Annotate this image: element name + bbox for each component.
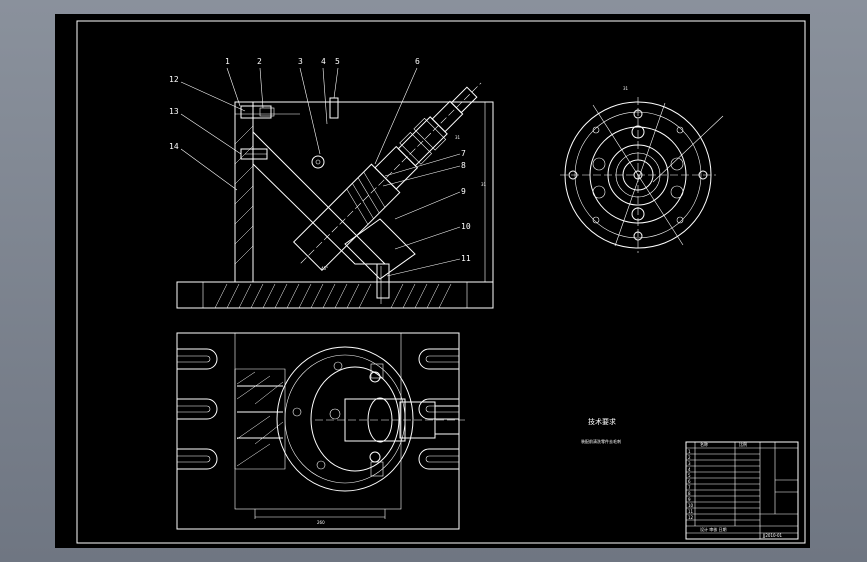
note-title: 技术要求 xyxy=(588,417,616,426)
title-block-row-number: 5 xyxy=(688,473,691,478)
part-number-3: 3 xyxy=(298,57,303,66)
part-number-6: 6 xyxy=(415,57,420,66)
section-mark-a: 31 xyxy=(455,135,461,140)
title-block-footer: 设计 审核 日期 xyxy=(700,526,727,532)
title-block-row-number: 1 xyxy=(688,449,691,454)
title-block-row-number: 6 xyxy=(688,479,691,484)
part-number-8: 8 xyxy=(461,161,466,170)
title-block-row-number: 12 xyxy=(688,515,694,520)
plan-view: 260 xyxy=(176,332,465,530)
part-number-10: 10 xyxy=(461,222,471,231)
title-block-row-number: 3 xyxy=(688,461,691,466)
title-block-row-number: 4 xyxy=(688,467,691,472)
title-block-row-number: 11 xyxy=(688,509,694,514)
note-text: 装配前清洗零件去毛刺 xyxy=(581,438,621,444)
title-block-row-number: 2 xyxy=(688,455,691,460)
title-block-row-number: 7 xyxy=(688,485,691,490)
drawing-sheet: 1 2 3 4 5 6 7 8 9 10 11 12 13 14 31 31 4… xyxy=(55,14,810,548)
title-block-drawing-no: JJ2010-01 xyxy=(762,533,783,538)
title-block-scale: 比例 xyxy=(739,441,747,447)
part-number-12: 12 xyxy=(169,75,179,84)
drawing-frame xyxy=(76,20,806,544)
part-number-14: 14 xyxy=(169,142,179,151)
part-number-1: 1 xyxy=(225,57,230,66)
title-block-header: 名称 xyxy=(700,441,708,447)
title-block-row-number: 8 xyxy=(688,491,691,496)
side-view: 31 xyxy=(560,86,724,253)
part-number-9: 9 xyxy=(461,187,466,196)
title-block: 名称 比例 JJ2010-01 设计 审核 日期 xyxy=(685,441,799,540)
title-block-row-number: 10 xyxy=(688,503,694,508)
part-number-2: 2 xyxy=(257,57,262,66)
angle-label: 45° xyxy=(321,266,328,271)
technical-notes: 技术要求 装配前清洗零件去毛刺 xyxy=(581,417,621,444)
part-number-4: 4 xyxy=(321,57,326,66)
plan-dimension: 260 xyxy=(317,520,325,525)
part-number-7: 7 xyxy=(461,149,466,158)
front-view: 1 2 3 4 5 6 7 8 9 10 11 12 13 14 31 31 4… xyxy=(169,57,494,309)
cad-drawing: 1 2 3 4 5 6 7 8 9 10 11 12 13 14 31 31 4… xyxy=(76,20,806,544)
part-number-13: 13 xyxy=(169,107,179,116)
part-number-5: 5 xyxy=(335,57,340,66)
section-mark-b: 31 xyxy=(481,182,487,187)
part-number-11: 11 xyxy=(461,254,471,263)
title-block-row-number: 9 xyxy=(688,497,691,502)
section-mark-c: 31 xyxy=(623,86,629,91)
